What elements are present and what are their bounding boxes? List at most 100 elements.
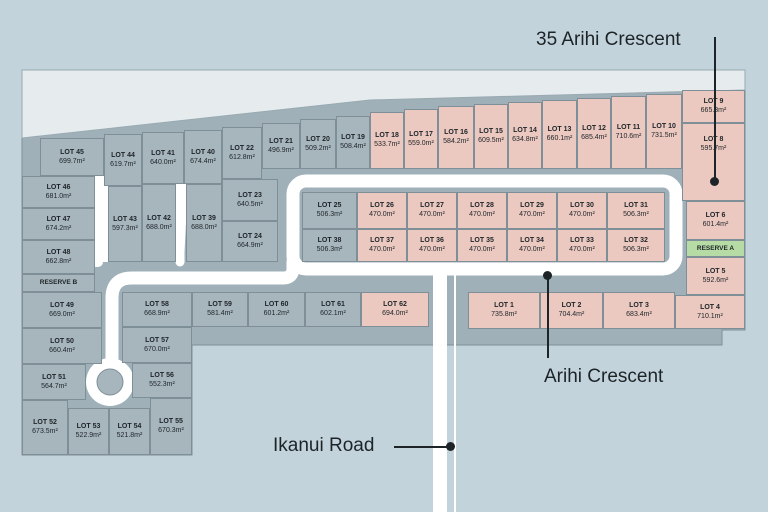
lot-58[interactable]: LOT 58 668.9m²: [122, 292, 192, 327]
lot-area: 595.7m²: [701, 144, 727, 153]
lot-number: LOT 62: [383, 301, 407, 308]
reserve-b[interactable]: RESERVE B: [22, 274, 95, 292]
lot-28[interactable]: LOT 28 470.0m²: [457, 192, 507, 229]
lot-26[interactable]: LOT 26 470.0m²: [357, 192, 407, 229]
lot-number: LOT 26: [370, 202, 394, 209]
reserve-a[interactable]: RESERVE A: [686, 240, 745, 257]
lot-area: 470.0m²: [519, 246, 545, 253]
lot-number: LOT 39: [192, 214, 216, 222]
map-pin-ikanui[interactable]: [446, 442, 455, 451]
lot-area: 694.0m²: [382, 310, 408, 317]
lot-number: LOT 36: [420, 237, 444, 244]
lot-number: LOT 49: [50, 301, 74, 309]
lot-area: 470.0m²: [469, 211, 495, 218]
lot-area: 634.8m²: [512, 136, 538, 143]
lot-62[interactable]: LOT 62 694.0m²: [361, 292, 429, 327]
leader-line-35-arihi: [714, 37, 716, 181]
lot-area: 619.7m²: [110, 160, 136, 168]
lot-number: LOT 50: [50, 337, 74, 345]
map-pin-arihi[interactable]: [543, 271, 552, 280]
leader-line-ikanui: [394, 446, 448, 448]
lot-area: 685.4m²: [581, 134, 607, 141]
lot-area: 609.5m²: [478, 137, 504, 144]
lot-number: LOT 57: [145, 336, 169, 344]
lot-number: LOT 45: [60, 148, 84, 156]
lot-area: 470.0m²: [369, 211, 395, 218]
lot-8[interactable]: LOT 8595.7m²: [682, 123, 745, 201]
crescent-loop-road: [286, 174, 683, 276]
lot-number: LOT 60: [264, 301, 289, 308]
lot-area: 470.0m²: [419, 246, 445, 253]
lot-number: LOT 16: [444, 129, 468, 136]
lot-number: LOT 19: [341, 134, 365, 141]
lot-area: 668.9m²: [144, 310, 170, 317]
lot-number: LOT 3: [629, 302, 649, 309]
lot-area: 670.0m²: [144, 345, 170, 353]
lot-36[interactable]: LOT 36 470.0m²: [407, 229, 457, 262]
lot-number: LOT 13: [547, 126, 572, 133]
lot-number: LOT 8: [703, 136, 724, 143]
lot-9[interactable]: LOT 9665.3m²: [682, 90, 745, 123]
lot-number: LOT 28: [470, 202, 494, 209]
lot-number: LOT 58: [145, 301, 169, 308]
lot-number: LOT 59: [208, 301, 232, 308]
lot-area: 710.6m²: [615, 133, 642, 140]
lot-area: 664.9m²: [237, 242, 263, 249]
map-pin-35-arihi[interactable]: [710, 177, 719, 186]
